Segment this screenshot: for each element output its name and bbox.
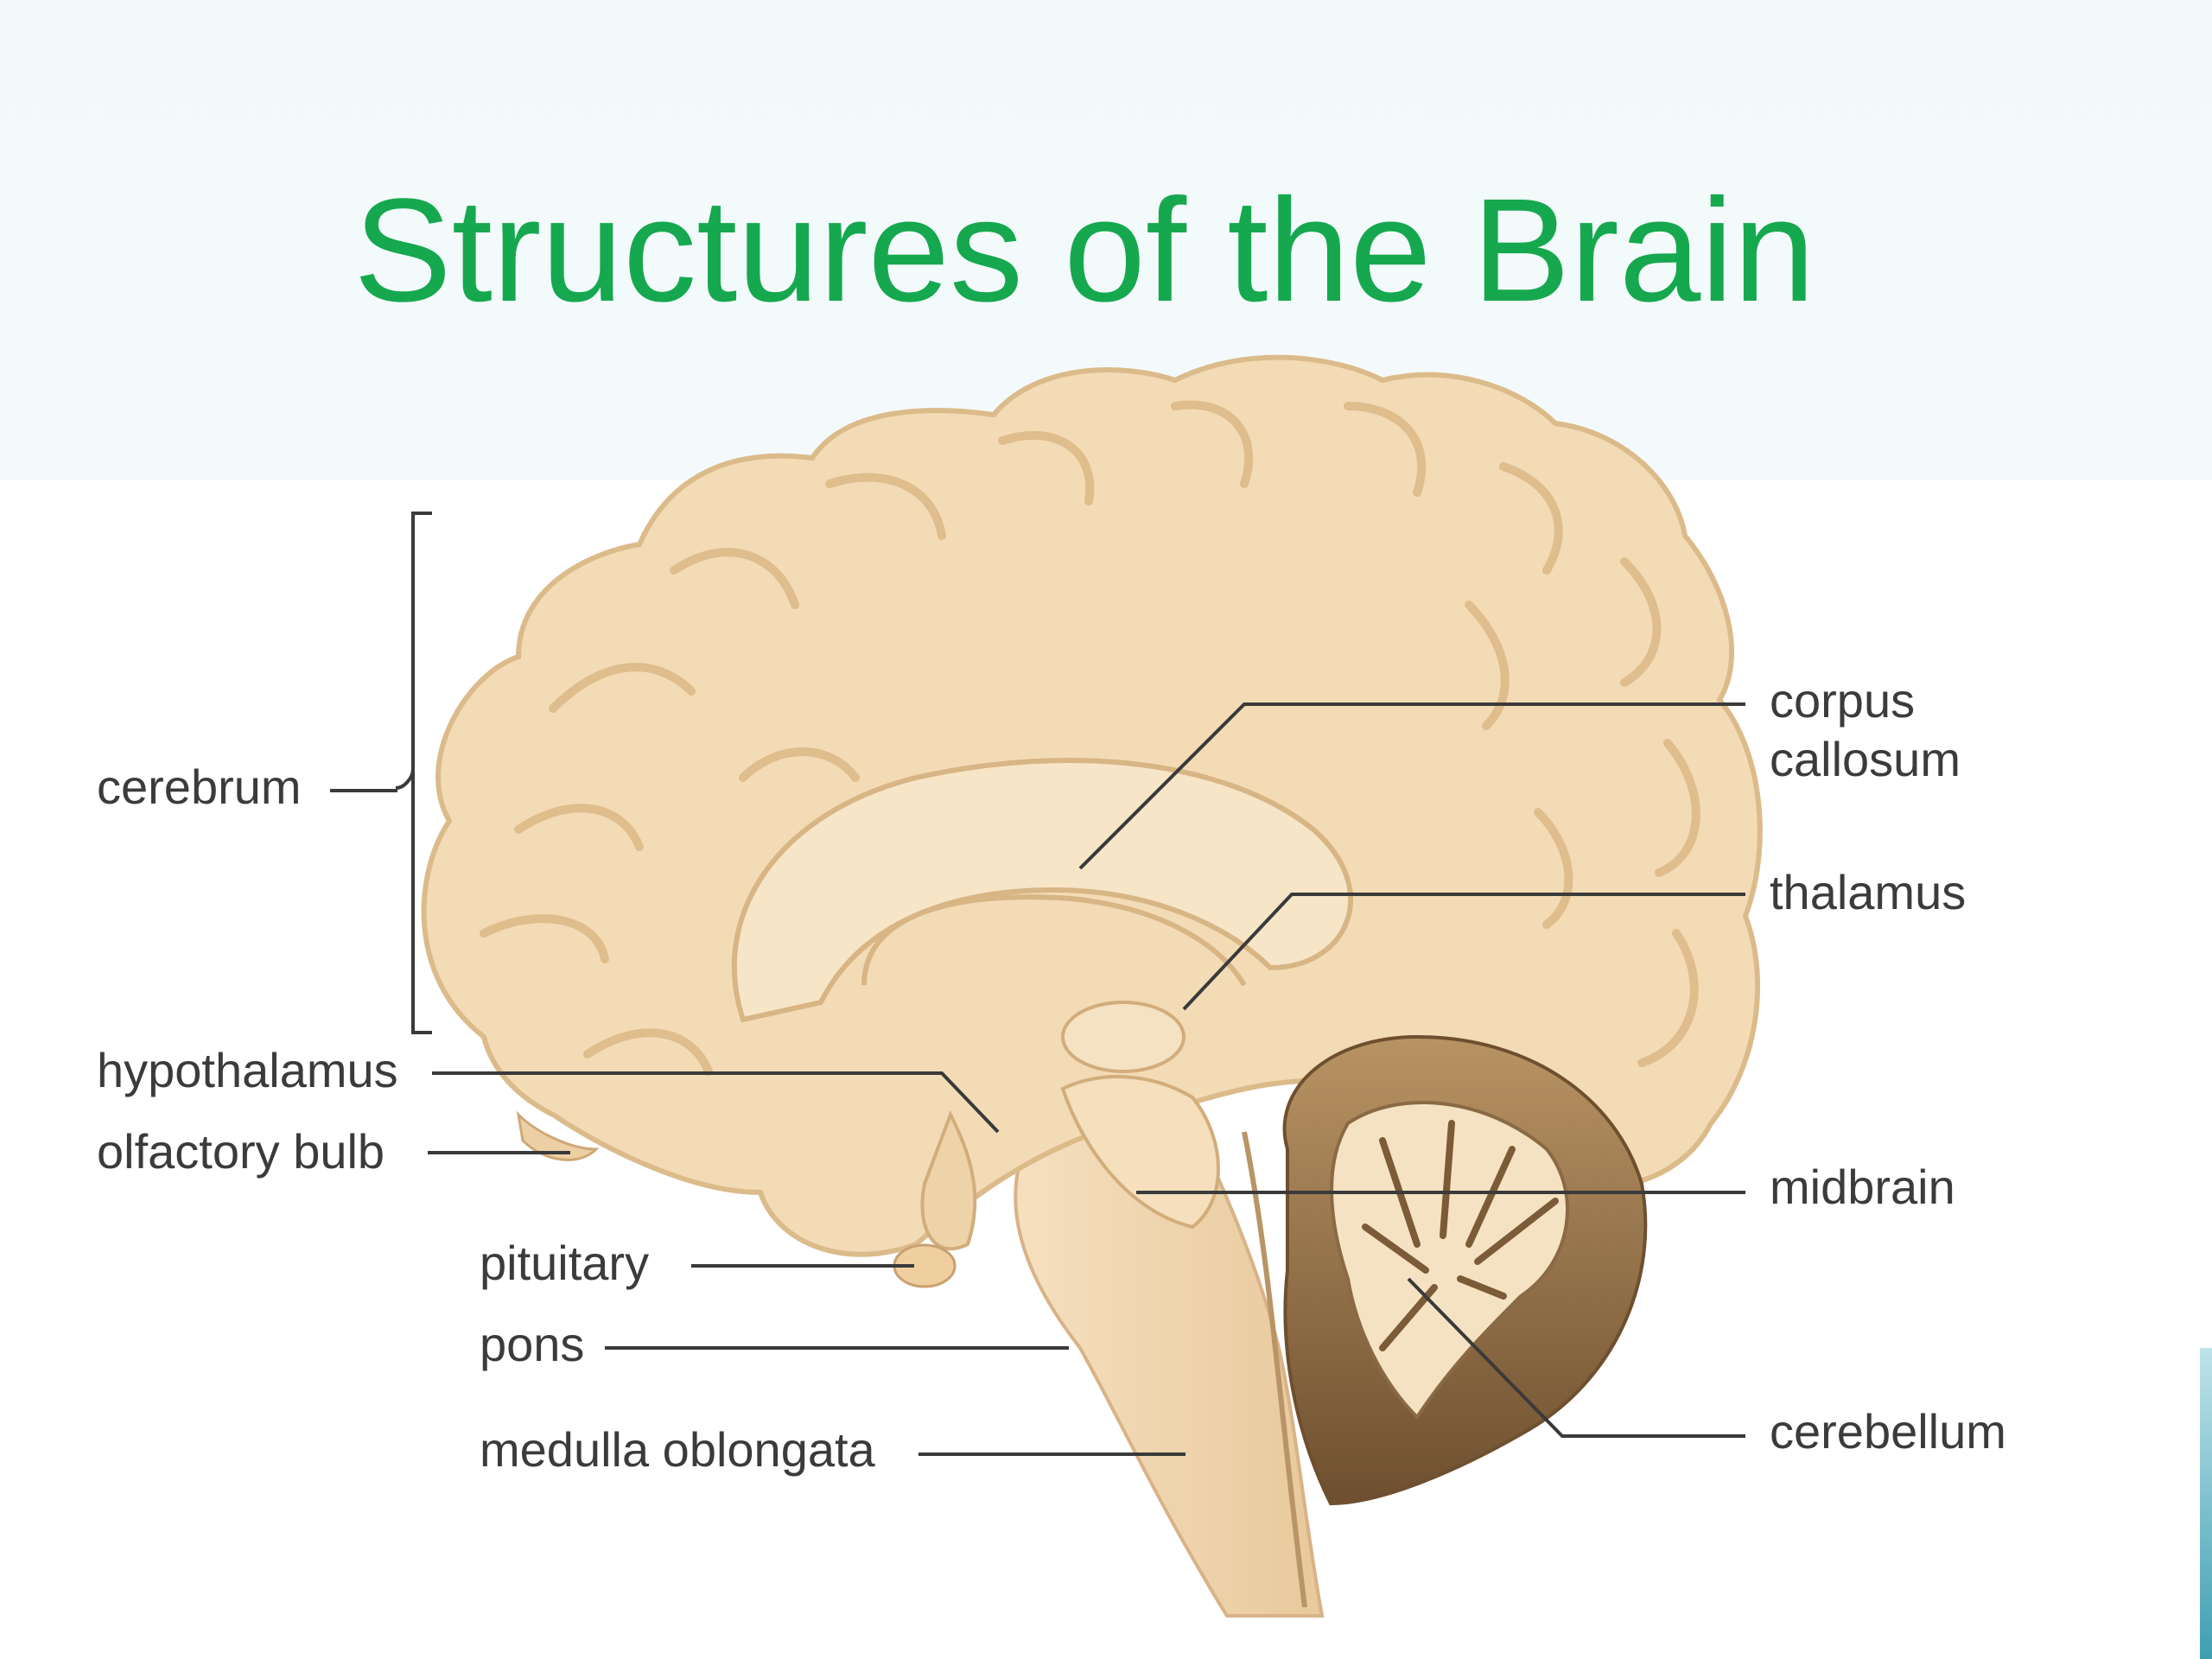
cerebrum-gyri: [480, 400, 1700, 1076]
label-medulla-oblongata: medulla oblongata: [480, 1422, 876, 1477]
label-corpus-callosum-2: callosum: [1770, 732, 1961, 786]
label-midbrain: midbrain: [1770, 1160, 1955, 1214]
label-cerebrum: cerebrum: [97, 760, 302, 814]
inner-arc: [861, 894, 1247, 987]
brainstem-shape: [1014, 1122, 1325, 1618]
brainstem-canal: [1242, 1131, 1307, 1608]
cerebrum-bracket: [395, 512, 432, 1034]
corpus-callosum-shape: [731, 758, 1354, 1023]
thalamus-leader: [1182, 893, 1745, 1011]
hypothalamus-shape: [920, 1110, 977, 1251]
label-pons: pons: [480, 1317, 584, 1371]
label-hypothalamus: hypothalamus: [97, 1043, 398, 1097]
slide-title: Structures of the Brain: [353, 168, 1815, 333]
accent-bar: [2200, 1348, 2212, 1659]
label-corpus-callosum-1: corpus: [1770, 673, 1915, 728]
label-olfactory-bulb: olfactory bulb: [97, 1124, 385, 1179]
label-cerebellum: cerebellum: [1770, 1404, 2006, 1459]
midbrain-shape: [1060, 1075, 1220, 1230]
hypothalamus-leader: [432, 1071, 1000, 1134]
thalamus-shape: [1061, 1001, 1185, 1073]
cerebellum-shape: [1282, 1034, 1648, 1506]
cerebellum-leader: [1407, 1277, 1745, 1438]
label-pituitary: pituitary: [480, 1236, 649, 1290]
label-thalamus: thalamus: [1770, 865, 1966, 919]
corpus-callosum-leader: [1078, 702, 1745, 870]
